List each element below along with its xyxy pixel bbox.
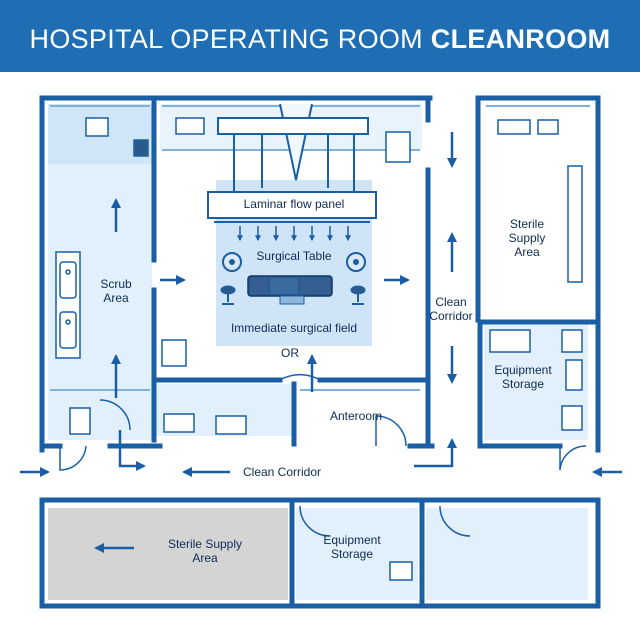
shelf-icon — [567, 165, 583, 283]
cabinet-icon — [561, 405, 583, 431]
walls — [39, 95, 601, 609]
bottom-right-room — [426, 508, 588, 600]
surgical-table — [247, 275, 333, 305]
dispenser-icon — [133, 139, 149, 157]
shelf-icon — [497, 119, 531, 135]
laminar-flow-panel — [207, 103, 377, 223]
stool-icon — [220, 285, 366, 305]
cabinet-icon — [175, 117, 205, 135]
cabinet-icon — [489, 329, 531, 353]
door-icon — [59, 373, 587, 537]
laminar-flow-arrows — [237, 226, 351, 242]
cabinet-icon — [561, 329, 583, 353]
sink-icon — [55, 251, 81, 359]
cabinet-icon — [163, 413, 195, 433]
equipment-storage-room-bottom — [296, 508, 418, 600]
monitor-icon — [389, 561, 413, 581]
sterile-supply-room-bottom — [48, 508, 288, 600]
inner-wall-lines — [50, 105, 590, 391]
laminar-flow-panel-label: Laminar flow panel — [243, 197, 345, 211]
floor-plan — [20, 95, 622, 609]
immediate-surgical-field-label: Immediate surgical field — [230, 321, 358, 335]
surgical-light-icon — [222, 252, 366, 272]
anteroom-label: Anteroom — [329, 409, 383, 423]
clean-corridor-bottom-label: Clean Corridor — [242, 465, 322, 479]
cart-icon — [385, 131, 411, 163]
cabinet-icon — [85, 117, 109, 137]
page-title: HOSPITAL OPERATING ROOM CLEANROOM — [29, 24, 611, 54]
door-panel-icon — [69, 407, 91, 435]
shelf-icon — [537, 119, 559, 135]
cabinet-icon — [565, 359, 583, 391]
title-banner — [0, 0, 640, 72]
cabinet-icon — [215, 415, 247, 435]
anteroom-room — [296, 384, 418, 436]
or-label: OR — [281, 346, 299, 360]
cart-icon — [161, 339, 187, 367]
surgical-table-label: Surgical Table — [256, 249, 332, 263]
arrow-icon — [20, 132, 622, 553]
